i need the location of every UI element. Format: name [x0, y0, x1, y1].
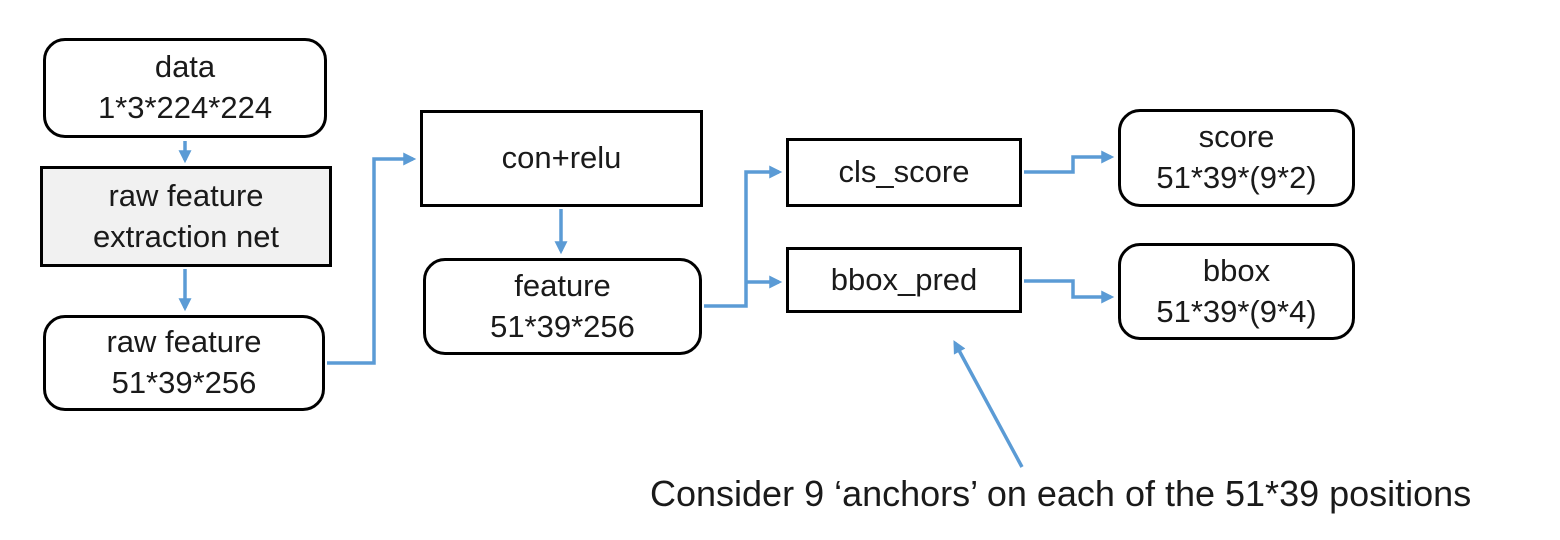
node-label: cls_score — [838, 154, 970, 190]
node-shape-label: 51*39*256 — [111, 365, 257, 400]
node-label: bbox — [1202, 252, 1271, 288]
node-label: score — [1198, 119, 1275, 155]
node-con-relu-box: con+relu — [420, 110, 703, 207]
node-data-box: data 1*3*224*224 — [43, 38, 327, 138]
node-label: extraction net — [92, 218, 280, 254]
node-raw-feature-box: raw feature 51*39*256 — [43, 315, 325, 411]
node-label: data — [154, 49, 216, 85]
annotation-arrow — [953, 340, 1024, 468]
node-shape-label: 51*39*256 — [490, 308, 635, 344]
node-shape-label: 51*39*(9*4) — [1156, 293, 1317, 329]
connector-cls-score-to-score — [1024, 150, 1115, 174]
node-raw-feature-extraction-net-box: raw feature extraction net — [40, 166, 332, 267]
connector-raw-feature-to-con-relu — [327, 152, 417, 365]
node-bbox-pred-box: bbox_pred — [786, 247, 1022, 313]
connector-bbox-pred-to-bbox — [1024, 279, 1115, 304]
node-label: bbox_pred — [830, 261, 978, 297]
node-cls-score-box: cls_score — [786, 138, 1022, 207]
node-label: con+relu — [501, 140, 622, 176]
node-shape-label: 51*39*(9*2) — [1156, 160, 1317, 195]
annotation-text: Consider 9 ‘anchors’ on each of the 51*3… — [650, 473, 1472, 514]
node-bbox-box: bbox 51*39*(9*4) — [1118, 243, 1355, 340]
node-label: feature — [514, 267, 611, 303]
node-label: raw feature — [106, 324, 262, 360]
node-shape-label: 1*3*224*224 — [97, 90, 273, 125]
connector-feature-to-cls-score — [704, 165, 783, 308]
node-score-box: score 51*39*(9*2) — [1118, 109, 1355, 207]
node-label: raw feature — [108, 177, 264, 213]
node-feature-box: feature 51*39*256 — [423, 258, 702, 355]
